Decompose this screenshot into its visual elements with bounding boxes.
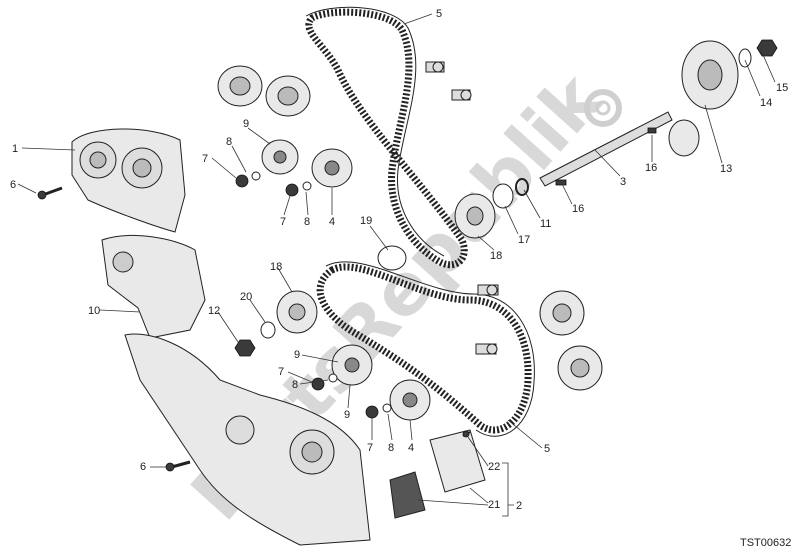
washer-14 xyxy=(738,48,752,68)
callout-11: 11 xyxy=(540,218,551,230)
callout-belt-bottom: 5 xyxy=(544,443,550,455)
callout-labels: 5 15 14 13 16 16 3 11 17 18 19 1 6 7 8 9… xyxy=(10,8,788,512)
timing-belt-bottom xyxy=(316,261,535,437)
idler-bottom xyxy=(389,379,431,421)
spacer-19 xyxy=(377,245,407,271)
tensioner-bottom xyxy=(331,344,373,386)
callout-6-bottom: 6 xyxy=(140,461,146,473)
callout-19: 19 xyxy=(360,215,372,227)
washer-top-b xyxy=(302,181,312,191)
callout-21: 21 xyxy=(488,499,500,511)
callout-2: 2 xyxy=(516,500,522,512)
washer-mid-b xyxy=(382,403,392,413)
callout-17: 17 xyxy=(518,234,530,246)
callout-4-a: 4 xyxy=(329,216,335,228)
callout-6-top: 6 xyxy=(10,179,16,191)
timing-belt-top xyxy=(305,6,468,269)
pulley-pair-top-left xyxy=(217,65,311,117)
tensioner-top xyxy=(261,139,299,175)
callout-10: 10 xyxy=(88,305,100,317)
nut-mid-b xyxy=(365,405,379,419)
washer-top-a xyxy=(251,171,261,181)
pulley-pair-right xyxy=(539,290,603,391)
camshaft xyxy=(539,40,739,187)
callout-belt-top: 5 xyxy=(436,8,442,20)
bolt-right-b xyxy=(475,343,498,355)
callout-8-a: 8 xyxy=(226,136,232,148)
pad-21-upper xyxy=(429,429,486,493)
callout-1: 1 xyxy=(12,143,18,155)
washer-mid-a xyxy=(328,373,338,383)
callout-13: 13 xyxy=(720,163,732,175)
lower-belt-cover xyxy=(124,333,371,546)
callout-7-d: 7 xyxy=(367,442,373,454)
pulley-18-top xyxy=(454,193,496,239)
bolt-top-center-b xyxy=(451,89,472,101)
leader-lines xyxy=(17,13,776,517)
callout-12: 12 xyxy=(208,305,220,317)
callout-9-c: 9 xyxy=(344,409,350,421)
callout-18-top: 18 xyxy=(490,250,502,262)
circlip-11 xyxy=(515,178,529,196)
callout-16-b: 16 xyxy=(572,203,584,215)
callout-7-c: 7 xyxy=(278,366,284,378)
upper-belt-cover xyxy=(71,128,186,233)
screw-22 xyxy=(462,430,471,438)
middle-belt-cover xyxy=(101,234,206,339)
callout-4-b: 4 xyxy=(408,442,414,454)
screw-6-top xyxy=(37,186,63,200)
nut-mid-a xyxy=(311,377,325,391)
callout-3: 3 xyxy=(620,176,626,188)
spacer-20 xyxy=(260,321,276,339)
callout-8-c: 8 xyxy=(292,379,298,391)
pulley-18-mid xyxy=(276,290,318,334)
nut-top-a xyxy=(235,174,249,188)
callout-18-mid: 18 xyxy=(270,261,282,273)
callout-8-d: 8 xyxy=(388,442,394,454)
key-16-a xyxy=(555,179,567,186)
spacer-17 xyxy=(492,183,514,209)
key-16-b xyxy=(647,127,657,134)
callout-7-b: 7 xyxy=(280,216,286,228)
callout-8-b: 8 xyxy=(304,216,310,228)
idler-top xyxy=(311,148,353,188)
callout-20: 20 xyxy=(240,291,252,303)
nut-top-b xyxy=(285,183,299,197)
gear-icon xyxy=(584,89,622,127)
bolt-right-a xyxy=(477,284,499,296)
callout-15: 15 xyxy=(776,82,788,94)
nut-12 xyxy=(234,339,256,357)
callout-16-a: 16 xyxy=(645,162,657,174)
callout-14: 14 xyxy=(760,97,772,109)
callout-9-b: 9 xyxy=(294,349,300,361)
screw-6-bottom xyxy=(165,460,191,472)
pad-21-lower xyxy=(389,471,426,519)
callout-22: 22 xyxy=(488,461,500,473)
drawing-code: TST00632 xyxy=(740,537,791,549)
callout-7-a: 7 xyxy=(202,153,208,165)
bolt-top-center-a xyxy=(425,61,445,73)
callout-9-a: 9 xyxy=(243,118,249,130)
